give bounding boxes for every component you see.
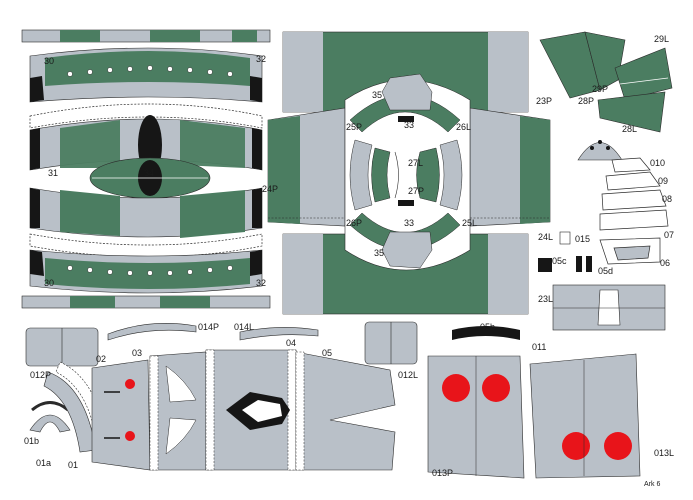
label-35-top: 35: [372, 90, 382, 100]
label-013P: 013P: [432, 468, 453, 478]
label-32-top: 32: [256, 54, 266, 64]
label-05: 05: [322, 348, 332, 358]
part-012P: [25, 327, 99, 367]
label-02: 02: [96, 354, 106, 364]
label-28L: 28L: [622, 124, 637, 134]
label-35-bottom: 35: [374, 248, 384, 258]
label-27P: 27P: [408, 186, 424, 196]
panel-30-hinges: [67, 65, 233, 77]
label-015: 015: [575, 234, 590, 244]
sheet-id: Ark 6: [644, 481, 660, 488]
label-04: 04: [286, 338, 296, 348]
label-07: 07: [664, 230, 674, 240]
small-parts: [538, 231, 592, 272]
part-04: [205, 349, 297, 471]
label-30-bottom: 30: [44, 278, 54, 288]
panel-30-top: [29, 47, 263, 103]
label-23P: 23P: [536, 96, 552, 106]
center-frame: [267, 31, 551, 315]
label-01b: 01b: [24, 436, 39, 446]
panel-31-lower: [29, 187, 263, 238]
label-08: 08: [662, 194, 672, 204]
label-01a: 01a: [36, 458, 51, 468]
arch-33-top: [349, 73, 461, 133]
label-33-top: 33: [404, 120, 414, 130]
ribs-25-27: [349, 139, 463, 211]
part-03: [149, 351, 207, 471]
panel-30-bottom: [29, 249, 263, 294]
part-014P: [107, 323, 197, 341]
label-25L: 25L: [462, 218, 477, 228]
label-31: 31: [48, 168, 58, 178]
label-24L: 24L: [538, 232, 553, 242]
part-013P: [427, 355, 525, 479]
label-014P: 014P: [198, 322, 219, 332]
part-05b: [452, 326, 520, 340]
part-02: [91, 359, 151, 471]
label-32-bottom: 32: [256, 278, 266, 288]
label-011: 011: [532, 342, 546, 352]
arch-33-bottom: [349, 200, 461, 269]
label-23L: 23L: [538, 294, 553, 304]
label-33-bottom: 33: [404, 218, 414, 228]
part-05: [295, 351, 396, 471]
part-labels: 30 32 31 34 24P 30 32 35 33 25P 26L 27L …: [24, 34, 674, 488]
label-09: 09: [658, 176, 668, 186]
label-03: 03: [132, 348, 142, 358]
label-012L: 012L: [398, 370, 418, 380]
part-013L: [529, 353, 641, 479]
part-012L: [364, 321, 418, 365]
label-01: 01: [68, 460, 78, 470]
part-011: [552, 284, 666, 331]
label-34: 34: [144, 168, 154, 178]
panel-30-bottom-hinges: [67, 265, 233, 276]
label-28P: 28P: [578, 96, 594, 106]
label-26P: 26P: [346, 218, 362, 228]
label-012P: 012P: [30, 370, 51, 380]
strip-bottom: [21, 295, 271, 309]
label-014L: 014L: [234, 322, 254, 332]
oval-34: [89, 157, 211, 199]
label-24P: 24P: [262, 184, 278, 194]
label-26L: 26L: [456, 122, 471, 132]
label-30-top: 30: [44, 56, 54, 66]
instrument-panel: [577, 140, 623, 161]
label-25P: 25P: [346, 122, 362, 132]
frames-010-06: [599, 157, 669, 265]
label-06: 06: [660, 258, 670, 268]
part-014L: [239, 327, 319, 341]
label-29L: 29L: [654, 34, 669, 44]
label-013L: 013L: [654, 448, 674, 458]
label-05d: 05d: [598, 266, 613, 276]
panel-29-28: [539, 31, 673, 133]
strip-top: [21, 29, 271, 43]
label-29P: 29P: [592, 84, 608, 94]
label-05c: 05c: [552, 256, 567, 266]
label-27L: 27L: [408, 158, 423, 168]
label-010: 010: [650, 158, 665, 168]
rib-arc-upper: [29, 103, 263, 129]
label-05b: 05b: [480, 322, 495, 332]
